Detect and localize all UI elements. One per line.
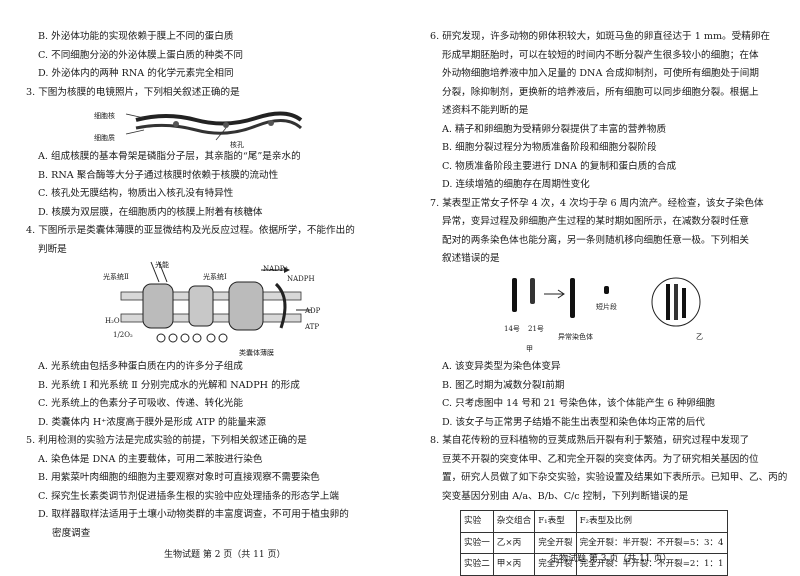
table-cell: 甲×丙 xyxy=(492,553,536,576)
q6-option-c: C. 物质准备阶段主要进行 DNA 的复制和蛋白质的合成 xyxy=(442,160,677,172)
table-cell: 乙×丙 xyxy=(492,531,536,554)
table-cell: 实验一 xyxy=(460,531,494,554)
q6-option-d: D. 连续增殖的细胞存在周期性变化 xyxy=(442,179,590,190)
q6-line-4: 分裂，除抑制剂，更换新的培养液后，所有细胞可以同步细胞分裂。根据上 xyxy=(442,86,759,98)
label-ps2: 光系统Ⅱ xyxy=(103,273,129,281)
q4-option-b: B. 光系统 Ⅰ 和光系统 Ⅱ 分别完成水的光解和 NADPH 的形成 xyxy=(38,379,300,391)
q8-line-1: 8. 某自花传粉的豆科植物的豆荚成熟后开裂有利于繁殖，研究过程中发现了 xyxy=(430,435,750,446)
label-nadp: NADP⁺ xyxy=(263,265,289,273)
q6-line-3: 外动物细胞培养液中加入足量的 DNA 合成抑制剂，可使所有细胞处于间期 xyxy=(442,68,759,79)
nuclear-membrane-figure: 细胞核 细胞质 核孔 xyxy=(94,106,306,149)
q6-line-1: 6. 研究发现，许多动物的卵体积较大，如斑马鱼的卵直径达于 1 mm。受精卵在 xyxy=(430,31,771,42)
q7-line-3: 配对的两条染色体也能分离，另一条则随机移向细胞任意一极。下列相关 xyxy=(442,234,749,246)
q7-option-c: C. 只考虑图中 14 号和 21 号染色体，该个体能产生 6 种卵细胞 xyxy=(442,398,715,409)
q2-option-b: B. 外泌体功能的实现依赖于膜上不同的蛋白质 xyxy=(38,31,234,42)
q8-line-3: 置，研究人员做了如下杂交实验，实验设置及结果如下表所示。已知甲、乙、丙的 xyxy=(442,472,788,483)
q5-option-c: C. 探究生长素类调节剂促进插条生根的实验中应处理插条的形态学上端 xyxy=(38,490,339,502)
label-chr14: 14号 xyxy=(504,325,520,333)
q4-stem: 4. 下图所示是类囊体薄膜的亚显微结构及光反应过程。依据所学，不能作出的 xyxy=(26,225,355,236)
label-ps1: 光系统Ⅰ xyxy=(203,273,227,281)
label-h2o: H₂O xyxy=(105,317,120,325)
q5-option-d: D. 取样器取样法适用于土壤小动物类群的丰富度调查，不可用于植虫卵的 xyxy=(38,509,349,520)
q5-option-d-cont: 密度调查 xyxy=(52,527,91,539)
label-short-fragment: 短片段 xyxy=(596,303,617,311)
thylakoid-figure: 光能 光系统Ⅱ NADP⁺ NADPH H₂O 1/2O₂ ADP ATP 类囊… xyxy=(103,258,321,357)
q3-stem: 3. 下图为核膜的电镜照片，下列相关叙述正确的是 xyxy=(26,86,240,98)
label-cytoplasm: 细胞质 xyxy=(94,134,115,142)
table-header: 杂交组合 xyxy=(492,510,536,533)
q3-option-c: C. 核孔处无膜结构，物质出入核孔没有特异性 xyxy=(38,188,234,199)
q7-line-1: 7. 某表型正常女子怀孕 4 次，4 次均于孕 6 周内流产。经检查，该女子染色… xyxy=(430,197,764,209)
label-adp: ADP xyxy=(305,307,321,315)
q7-option-b: B. 图乙时期为减数分裂Ⅰ前期 xyxy=(442,379,565,391)
q3-option-d: D. 核膜为双层膜，在细胞质内的核膜上附着有核糖体 xyxy=(38,206,263,218)
q5-option-b: B. 用紫菜叶肉细胞的细胞为主要观察对象时可直接观察不需要染色 xyxy=(38,472,320,483)
label-light: 光能 xyxy=(155,261,169,269)
label-jia: 甲 xyxy=(526,345,533,353)
footer-left: 生物试题 第 2 页（共 11 页） xyxy=(164,550,286,560)
label-nuclear-pore: 核孔 xyxy=(230,141,244,149)
table-header: F₁表型 xyxy=(534,510,577,533)
label-abnormal-chr: 异常染色体 xyxy=(558,333,593,341)
q4-option-a: A. 光系统由包括多种蛋白质在内的许多分子组成 xyxy=(38,361,243,372)
q8-line-4: 突变基因分别由 A/a、B/b、C/c 控制，下列判断错误的是 xyxy=(442,490,689,502)
q6-option-a: A. 精子和卵细胞为受精卵分裂提供了丰富的营养物质 xyxy=(442,123,667,135)
q7-option-d: D. 该女子与正常男子结婚不能生出表型和染色体均正常的后代 xyxy=(442,416,705,428)
q4-option-c: C. 光系统上的色素分子可吸收、传递、转化光能 xyxy=(38,398,243,409)
label-nucleus: 细胞核 xyxy=(94,112,115,120)
table-row: 实验一 乙×丙 完全开裂 完全开裂：半开裂：不开裂=5：3：4 xyxy=(460,531,728,554)
chromosome-figure: 14号 21号 异常染色体 甲 短片段 乙 xyxy=(500,272,730,353)
q7-line-2: 异常，变异过程及卵细胞产生过程的某时期如图所示，在减数分裂时任意 xyxy=(442,216,749,227)
q4-option-d: D. 类囊体内 H⁺浓度高于膜外是形成 ATP 的能量来源 xyxy=(38,416,266,428)
q7-option-a: A. 该变异类型为染色体变异 xyxy=(442,361,561,372)
q2-option-d: D. 外泌体内的两种 RNA 的化学元素完全相同 xyxy=(38,68,234,79)
q6-line-2: 形成早期胚胎时，可以在较短的时间内不断分裂产生很多较小的细胞；在体 xyxy=(442,49,759,61)
label-nadph: NADPH xyxy=(287,275,315,283)
footer-right: 生物试题 第 3 页（共 11 页） xyxy=(550,554,672,564)
label-yi: 乙 xyxy=(696,333,703,341)
table-cell: 实验二 xyxy=(460,553,494,576)
q5-stem: 5. 利用检测的实验方法是完成实验的前提，下列相关叙述正确的是 xyxy=(26,435,307,446)
q8-line-2: 豆荚不开裂的突变体甲、乙和完全开裂的突变体丙。为了研究相关基因的位 xyxy=(442,453,759,465)
q6-option-b: B. 细胞分裂过程分为物质准备阶段和细胞分裂阶段 xyxy=(442,142,657,153)
label-half-o2: 1/2O₂ xyxy=(113,331,133,339)
label-thylakoid-membrane: 类囊体薄膜 xyxy=(239,349,274,357)
table-header: F₂表型及比例 xyxy=(575,510,728,533)
q3-option-b: B. RNA 聚合酶等大分子通过核膜时依赖于核膜的流动性 xyxy=(38,169,279,181)
q4-stem-cont: 判断是 xyxy=(38,243,67,255)
q2-option-c: C. 不同细胞分泌的外泌体膜上蛋白质的种类不同 xyxy=(38,49,243,61)
table-header-row: 实验 杂交组合 F₁表型 F₂表型及比例 xyxy=(460,510,728,533)
q5-option-a: A. 染色体是 DNA 的主要载体，可用二苯胺进行染色 xyxy=(38,453,263,465)
label-atp: ATP xyxy=(305,323,320,331)
q3-option-a: A. 组成核膜的基本骨架是磷脂分子层，其亲脂的“尾”是亲水的 xyxy=(38,151,301,162)
table-header: 实验 xyxy=(460,510,494,533)
label-chr21: 21号 xyxy=(528,325,544,333)
q7-line-4: 叙述错误的是 xyxy=(442,253,500,264)
q6-line-5: 述资料不能判断的是 xyxy=(442,105,529,116)
